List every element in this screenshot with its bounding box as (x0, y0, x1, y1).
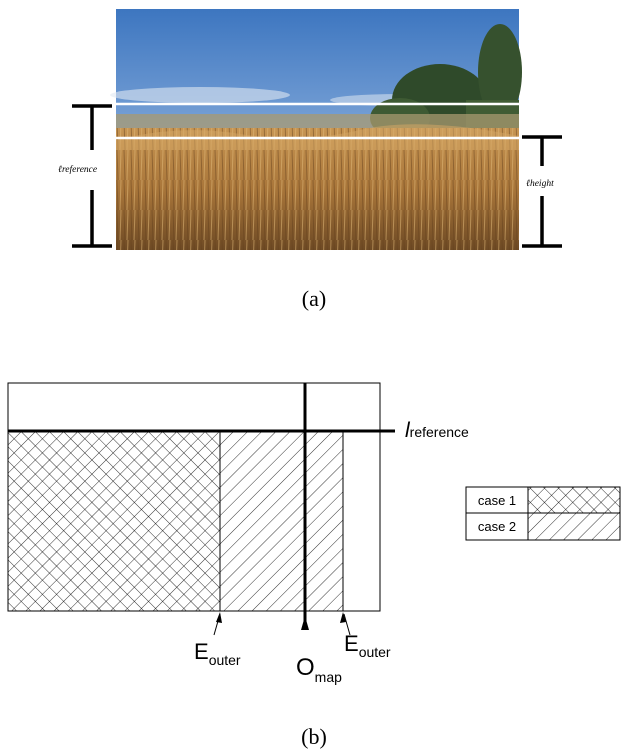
label-height: ℓheight (526, 179, 554, 189)
map-outline (7, 382, 381, 612)
map-diagram (7, 382, 395, 636)
region-case-1 (8, 431, 220, 611)
label-e-outer-left: Eouter (194, 639, 241, 668)
caption-b: (b) (301, 724, 327, 749)
region-case-2 (220, 431, 343, 611)
legend-swatch-case-1 (528, 487, 620, 513)
caption-a: (a) (302, 286, 326, 311)
wheat-field-photo (110, 9, 522, 250)
label-e-outer-right: Eouter (344, 631, 391, 660)
legend-swatch-case-2 (528, 513, 620, 540)
label-reference: ℓreference (58, 164, 97, 175)
line-label-reference: lreference (405, 419, 469, 442)
label-o-map: Omap (296, 654, 342, 685)
legend-label-case-1: case 1 (478, 493, 516, 508)
plant-height-bracket (522, 135, 562, 248)
legend: case 1 case 2 (465, 486, 621, 541)
reference-height-bracket (72, 104, 112, 248)
legend-label-case-2: case 2 (478, 519, 516, 534)
